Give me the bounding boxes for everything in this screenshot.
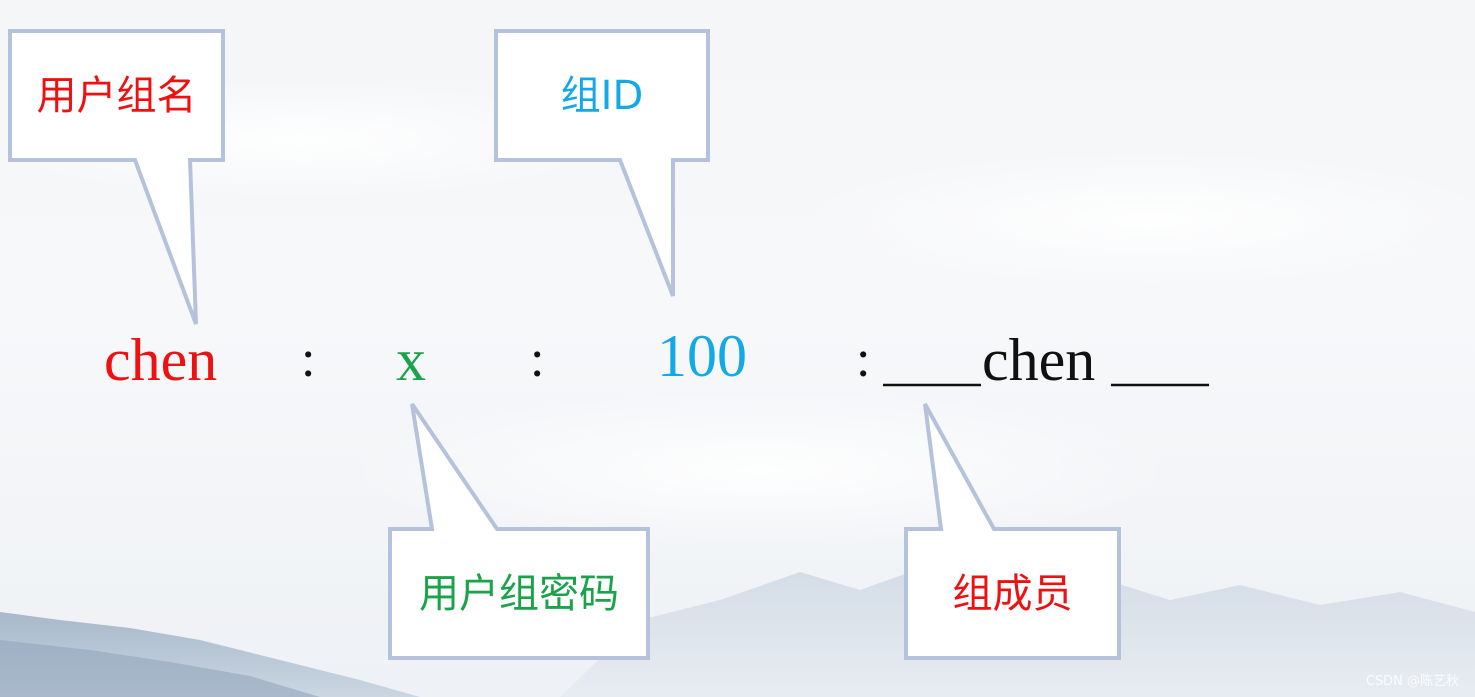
watermark: CSDN @陈艺秋	[1365, 674, 1459, 689]
callout-box-group-name	[8, 29, 225, 325]
callout-label-password: 用户组密码	[419, 571, 619, 617]
callout-label-members: 组成员	[952, 571, 1073, 617]
callout-box-password	[388, 402, 650, 660]
field-password: x	[396, 327, 426, 393]
field-members: chen	[982, 327, 1096, 393]
field-separator-1: :	[301, 331, 316, 388]
field-gid: 100	[657, 323, 747, 389]
field-group-name: chen	[104, 327, 218, 393]
callout-box-gid	[494, 29, 710, 297]
callout-label-gid: 组ID	[560, 73, 644, 119]
callout-box-members	[904, 403, 1121, 660]
field-separator-3: :	[856, 331, 871, 388]
callout-label-group-name: 用户组名	[36, 73, 197, 119]
field-separator-2: :	[530, 331, 545, 388]
